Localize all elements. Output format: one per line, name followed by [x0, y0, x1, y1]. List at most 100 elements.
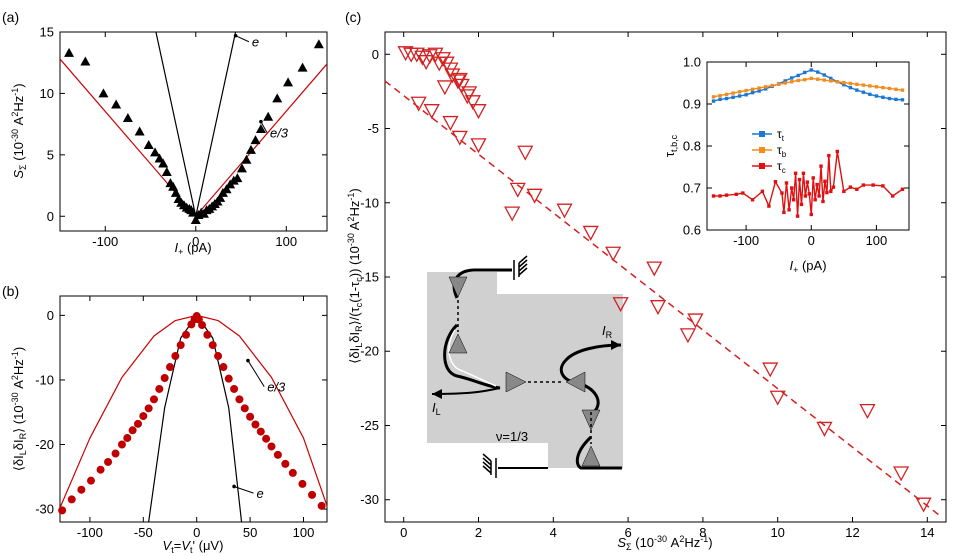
series-point-t: [900, 98, 905, 102]
data-point: [134, 126, 145, 136]
data-point: [893, 466, 910, 482]
panel-a-markers: [64, 39, 324, 224]
panel-c-xtick-label: 8: [699, 525, 706, 540]
data-point: [58, 506, 67, 515]
series-point-b: [900, 88, 905, 92]
panel-c-fit-line: [384, 80, 943, 519]
inset-xtick-label: -100: [733, 233, 759, 248]
annotation-e: e: [252, 35, 259, 50]
legend-label-t: τt: [777, 127, 785, 143]
panel-b-xtick-label: -100: [77, 525, 103, 540]
panel-b-ytick-label: -30: [35, 502, 54, 517]
series-point-c: [724, 193, 729, 197]
panel-c-xtick-label: 0: [400, 525, 407, 540]
data-point: [251, 420, 260, 429]
ground-bottom-icon: [482, 453, 497, 478]
data-point: [464, 95, 481, 111]
panel-a-frame: [59, 31, 328, 232]
series-point-t: [763, 87, 768, 91]
series-point-c: [855, 187, 859, 191]
panel-c-xtick-label: 4: [550, 525, 557, 540]
series-point-c: [891, 194, 895, 198]
panel-b-annotations: e/3e: [232, 358, 286, 501]
data-point: [308, 490, 317, 499]
annotation-arrowhead: [232, 484, 236, 489]
data-point: [171, 352, 180, 361]
data-point: [98, 88, 109, 98]
panel-a-xtick-label: -100: [92, 234, 118, 249]
legend-label-c: τc: [777, 159, 786, 175]
series-point-t: [816, 70, 820, 74]
data-point: [762, 362, 779, 378]
panel-c-xtick-label: 14: [920, 525, 934, 540]
series-point-c: [711, 194, 716, 198]
series-point-c: [817, 194, 821, 198]
series-point-b: [887, 86, 892, 91]
series-point-c: [831, 185, 836, 189]
panel-a-xtick-label: 100: [275, 234, 297, 249]
data-point: [190, 214, 201, 224]
data-point: [111, 449, 120, 458]
data-point: [111, 99, 122, 109]
data-point: [96, 465, 105, 474]
series-point-b: [874, 85, 879, 89]
series-point-b: [711, 95, 716, 99]
inset-series: [711, 68, 905, 218]
panel-c-ytick-label: -25: [360, 418, 379, 433]
panel-c-ytick-label: -10: [360, 195, 379, 210]
line-e: [155, 32, 237, 217]
legend-marker-c: [759, 163, 765, 169]
panel-c-xtick-label: 6: [624, 525, 631, 540]
panel-b-ytick-label: 0: [47, 308, 54, 323]
data-point: [423, 104, 440, 120]
series-point-t: [822, 73, 826, 77]
data-point: [436, 80, 453, 96]
panel-a-ytick-label: 0: [47, 209, 54, 224]
data-point: [128, 426, 137, 435]
data-point: [679, 328, 697, 344]
annotation-arrowhead: [233, 33, 238, 38]
il-label: IL: [432, 400, 441, 417]
series-point-t: [750, 90, 755, 95]
series-point-c: [825, 190, 829, 195]
data-point: [470, 138, 487, 154]
schematic-edge-upper-inner: [448, 329, 497, 387]
series-point-t: [809, 68, 813, 72]
data-point: [240, 404, 249, 413]
legend-marker-t: [759, 131, 765, 137]
panel-b-xlabel: Vt=Vt' (μV): [163, 538, 224, 555]
data-point: [155, 384, 164, 393]
data-point: [449, 74, 467, 90]
data-point: [214, 352, 223, 361]
nu-label: ν=1/3: [496, 429, 528, 444]
data-point: [133, 419, 142, 428]
data-point: [649, 300, 667, 316]
data-point: [235, 395, 244, 404]
annotation-arrow: [260, 121, 268, 133]
sample-schematic: ν=1/3 IR IL: [427, 255, 623, 478]
data-point: [143, 140, 154, 150]
panel-c-markers: [397, 46, 932, 513]
schematic-mesa: [427, 272, 623, 468]
series-point-c: [803, 194, 808, 198]
data-point: [262, 434, 271, 443]
data-point: [86, 476, 95, 485]
series-point-b: [750, 87, 755, 91]
data-point: [224, 374, 233, 383]
data-point: [298, 479, 307, 488]
data-point: [509, 182, 526, 198]
series-point-t: [855, 88, 859, 92]
qpc-gate-top: [448, 276, 468, 298]
panel-c-xtick-label: 12: [845, 525, 859, 540]
series-point-t: [842, 82, 846, 87]
panel-c-xtick-label: 2: [475, 525, 482, 540]
data-point: [273, 450, 282, 459]
series-point-b: [731, 91, 735, 95]
series-point-t: [868, 92, 872, 97]
inset-ytick-label: 0.7: [683, 181, 701, 196]
series-point-t: [829, 76, 833, 81]
panel-b-xtick-label: 100: [293, 525, 315, 540]
